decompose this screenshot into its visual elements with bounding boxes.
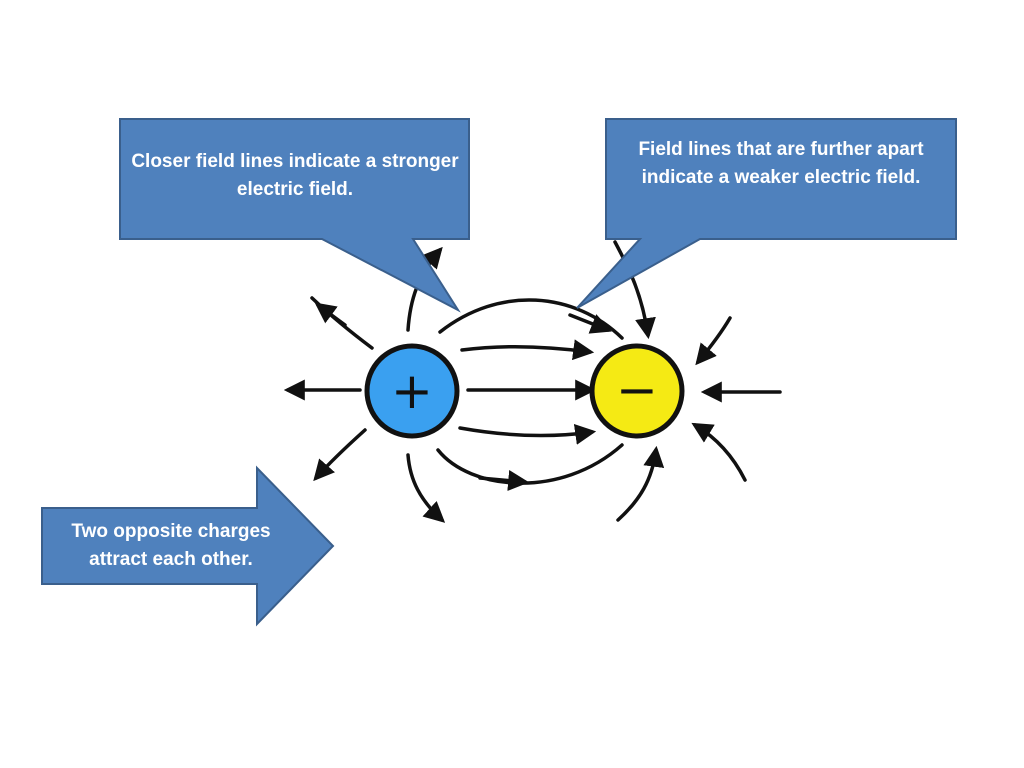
negative-charge-circle bbox=[589, 343, 685, 439]
field-line-neg-lower-right bbox=[691, 422, 747, 482]
right-callout-text: Field lines that are further apart indic… bbox=[638, 139, 924, 188]
field-line-lower bbox=[458, 423, 597, 445]
positive-charge-symbol: + bbox=[391, 362, 433, 420]
field-line-top-arc bbox=[438, 298, 624, 340]
field-line-top-arc-arrow bbox=[568, 313, 612, 334]
field-lines bbox=[283, 240, 782, 523]
negative-charge-symbol: − bbox=[616, 361, 658, 419]
field-line-pos-upper-left-arrow bbox=[314, 302, 347, 327]
arrow-callout-shape bbox=[41, 465, 335, 627]
arrow-callout-text: Two opposite charges attract each other. bbox=[71, 521, 271, 570]
left-callout-box bbox=[119, 118, 470, 313]
negative-charge: − bbox=[589, 343, 685, 439]
left-callout-text: Closer field lines indicate a stronger e… bbox=[131, 151, 459, 200]
field-line-pos-lower-left bbox=[313, 428, 367, 482]
right-callout-box bbox=[576, 118, 957, 309]
field-line-bottom-arc-arrow bbox=[478, 470, 530, 491]
positive-charge: + bbox=[364, 343, 460, 439]
field-line-neg-upper-right bbox=[695, 316, 732, 366]
positive-charge-circle bbox=[364, 343, 460, 439]
field-line-pos-down bbox=[406, 453, 446, 523]
field-line-neg-down bbox=[616, 445, 665, 522]
field-line-bottom-arc bbox=[436, 443, 624, 485]
field-line-neg-up bbox=[613, 240, 656, 340]
field-line-upper bbox=[460, 339, 595, 361]
